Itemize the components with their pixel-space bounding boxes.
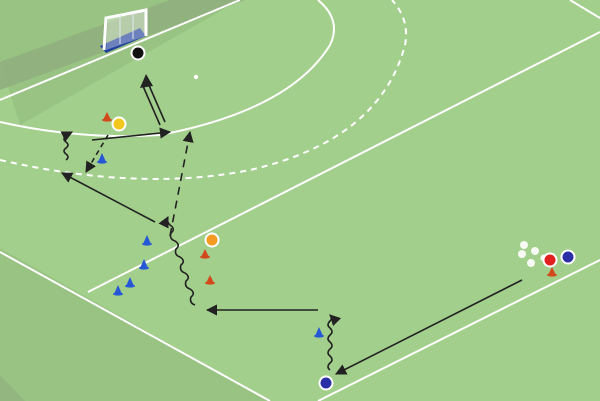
cone-blue bbox=[113, 285, 123, 296]
cone-blue bbox=[142, 235, 152, 246]
dribble-arrow-bottom bbox=[327, 314, 342, 371]
goal bbox=[100, 8, 148, 53]
ball bbox=[531, 247, 539, 255]
pass-arrow-dashed-short bbox=[85, 134, 109, 173]
goal-net bbox=[106, 10, 146, 50]
cone-blue bbox=[139, 259, 149, 270]
balls bbox=[518, 241, 548, 267]
player-red bbox=[542, 252, 558, 268]
ball bbox=[520, 241, 528, 249]
ball bbox=[527, 259, 535, 267]
back-line bbox=[0, 0, 241, 101]
cone-red bbox=[547, 267, 557, 277]
fence-bottom bbox=[0, 262, 25, 401]
player-blue-right bbox=[560, 249, 576, 265]
players bbox=[111, 45, 576, 391]
ball bbox=[518, 250, 526, 258]
dashed-circle bbox=[0, 0, 408, 180]
runoff-left bbox=[0, 0, 240, 125]
cone-blue bbox=[314, 327, 324, 338]
quarter-line bbox=[87, 31, 600, 293]
shooting-circle bbox=[0, 0, 335, 138]
dribble-arrow-long bbox=[158, 215, 196, 306]
shot-arrow-b bbox=[147, 82, 166, 123]
cone-blue bbox=[97, 153, 107, 164]
goal-frame bbox=[102, 8, 148, 51]
cone-blue bbox=[125, 277, 135, 288]
run-arrow-dashed-up bbox=[169, 130, 194, 237]
cone-red bbox=[205, 275, 215, 285]
side-line bbox=[0, 251, 271, 401]
player-orange bbox=[204, 232, 220, 248]
run-arrow-left bbox=[61, 172, 156, 223]
shot-arrow-a bbox=[142, 85, 161, 126]
goal-base bbox=[100, 28, 146, 53]
player-blue-bottom bbox=[318, 375, 334, 391]
dribble-arrow-circle bbox=[60, 131, 74, 161]
penalty-spot bbox=[193, 74, 199, 80]
cones bbox=[97, 112, 557, 338]
shot-arrow-head bbox=[140, 74, 153, 88]
arrows bbox=[60, 74, 523, 375]
cone-red bbox=[102, 112, 112, 122]
player-yellow bbox=[111, 116, 127, 132]
player-keeper bbox=[130, 45, 146, 61]
pass-arrow-feeder bbox=[335, 279, 523, 375]
right-edge-line bbox=[569, 0, 600, 19]
center-line bbox=[317, 259, 600, 401]
cone-red bbox=[200, 249, 210, 259]
